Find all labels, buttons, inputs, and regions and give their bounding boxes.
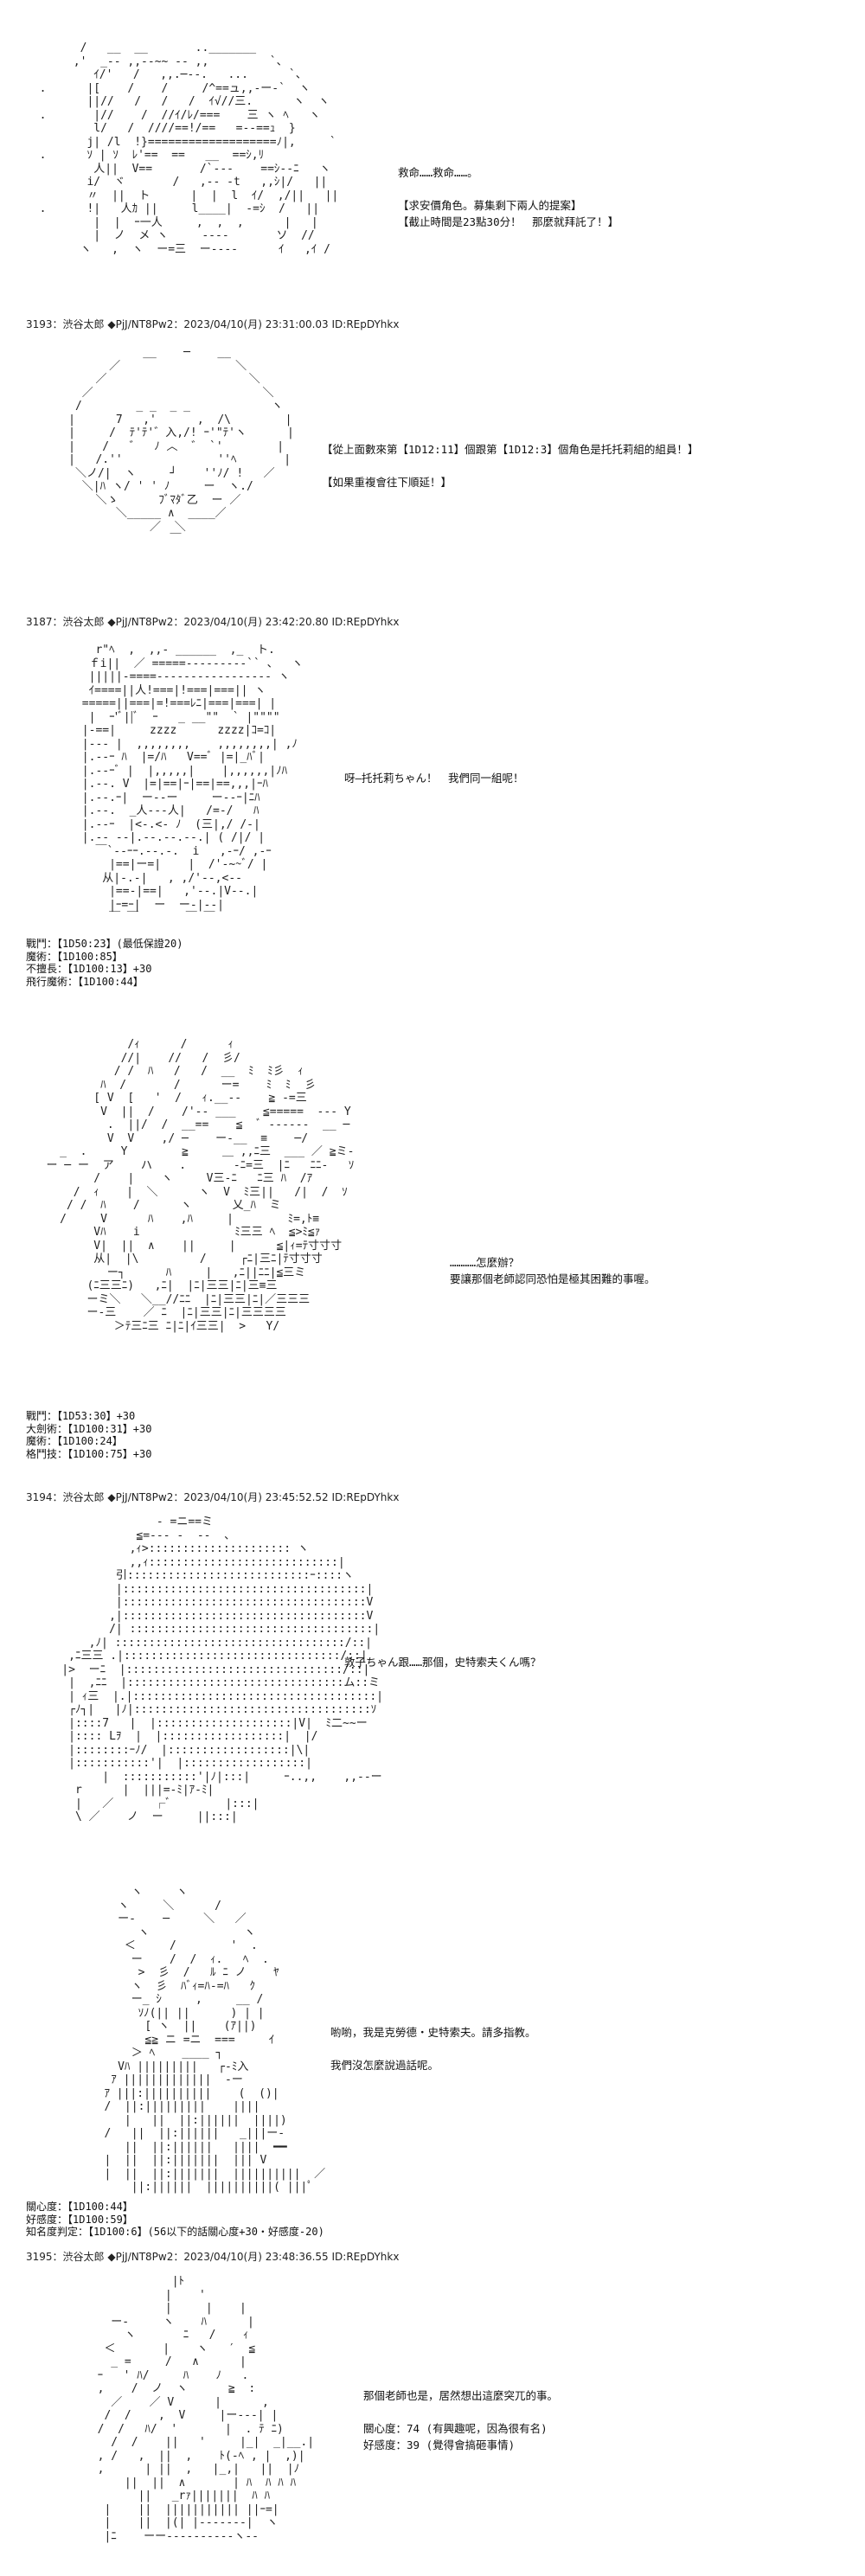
dice-stats: 戰鬥：【1D53:30】+30 大劍術：【1D100:31】+30 魔術：【1D… (26, 1410, 152, 1460)
ascii-art: __ ─ __ ／ ＼ ／ ＼ ／ ＼ / _ _ _ _ ヽ | 7 ,' ,… (68, 346, 294, 547)
ascii-art: r"ﾍ , ,,- ______ ,_ ト. ｆi|| ／ =====-----… (81, 644, 304, 925)
dice-stats: 戰鬥：【1D50:23】(最低保證20) 魔術：【1D100:85】 不擅長：【… (26, 938, 183, 988)
dialogue: 呀―托托莉ちゃん！ 我們同一組呢！ (344, 772, 524, 785)
dialogue: 敦子ちゃん跟……那個，史特索夫くん嗎？ (344, 1656, 541, 1669)
post: 3194：渋谷太郎 ◆PjJ/NT8Pw2：2023/04/10(月) 23:4… (0, 1490, 865, 1862)
ascii-art: /ｨ / ｨ //| // / 彡/ / / ﾊ / / __ ﾐ ﾐ彡 ｨ ﾊ… (46, 1038, 355, 1333)
dialogue: …………怎麼辦？ 要讓那個老師認同恐怕是極其困難的事喔。 (450, 1256, 656, 1285)
ascii-art: - =ニ==ミ ≦=--- - -- 、 ,ｨ>::::::::::::::::… (61, 1515, 384, 1823)
ascii-art: |ﾄ | ' | | | ー- ヽ ﾊ | ヽ ﾆ / ｨ ＜ | ヽ ′ ≦ … (97, 2275, 315, 2543)
dice-stats: 關心度：【1D100:44】 好感度：【1D100:59】 知名度判定：【1D1… (26, 2201, 324, 2238)
dialogue: 救命……救命……。 【求安價角色。募集剩下兩人的提案】 【截止時間是23點30分… (398, 166, 619, 228)
post: 3195：渋谷太郎 ◆PjJ/NT8Pw2：2023/04/10(月) 23:4… (0, 2249, 865, 2576)
post-header: 3193：渋谷太郎 ◆PjJ/NT8Pw2：2023/04/10(月) 23:3… (26, 318, 400, 330)
ascii-art: / __ __ .._______ ,' _-- ,,--~~ -- ,, `、… (39, 42, 339, 256)
post-header: 3187：渋谷太郎 ◆PjJ/NT8Pw2：2023/04/10(月) 23:4… (26, 616, 400, 628)
dialogue: 【從上面數來第【1D12:11】個跟第【1D12:3】個角色是托托莉組的組員！】… (322, 443, 699, 489)
post-header: 3195：渋谷太郎 ◆PjJ/NT8Pw2：2023/04/10(月) 23:4… (26, 2251, 400, 2263)
post: 3187：渋谷太郎 ◆PjJ/NT8Pw2：2023/04/10(月) 23:4… (0, 614, 865, 1012)
ascii-art: ヽ ヽ ヽ ＼ / ー- ─ ＼ ／ ヽ ヽ ＜ / ' . ー / / ｨ. … (104, 1886, 326, 2194)
dialogue: 那個老師也是，居然想出這麼突兀的事。 關心度：74 (有興趣呢，因為很有名) 好… (363, 2389, 559, 2451)
post-header: 3194：渋谷太郎 ◆PjJ/NT8Pw2：2023/04/10(月) 23:4… (26, 1491, 400, 1503)
post: / __ __ .._______ ,' _-- ,,--~~ -- ,, `、… (0, 0, 865, 268)
post: /ｨ / ｨ //| // / 彡/ / / ﾊ / / __ ﾐ ﾐ彡 ｨ ﾊ… (0, 1029, 865, 1488)
post: ヽ ヽ ヽ ＼ / ー- ─ ＼ ／ ヽ ヽ ＜ / ' . ー / / ｨ. … (0, 1886, 865, 2240)
post: 3193：渋谷太郎 ◆PjJ/NT8Pw2：2023/04/10(月) 23:3… (0, 268, 865, 614)
dialogue: 喲喲，我是克勞德‧史特索夫。請多指教。 我們沒怎麼說過話呢。 (330, 2026, 536, 2072)
